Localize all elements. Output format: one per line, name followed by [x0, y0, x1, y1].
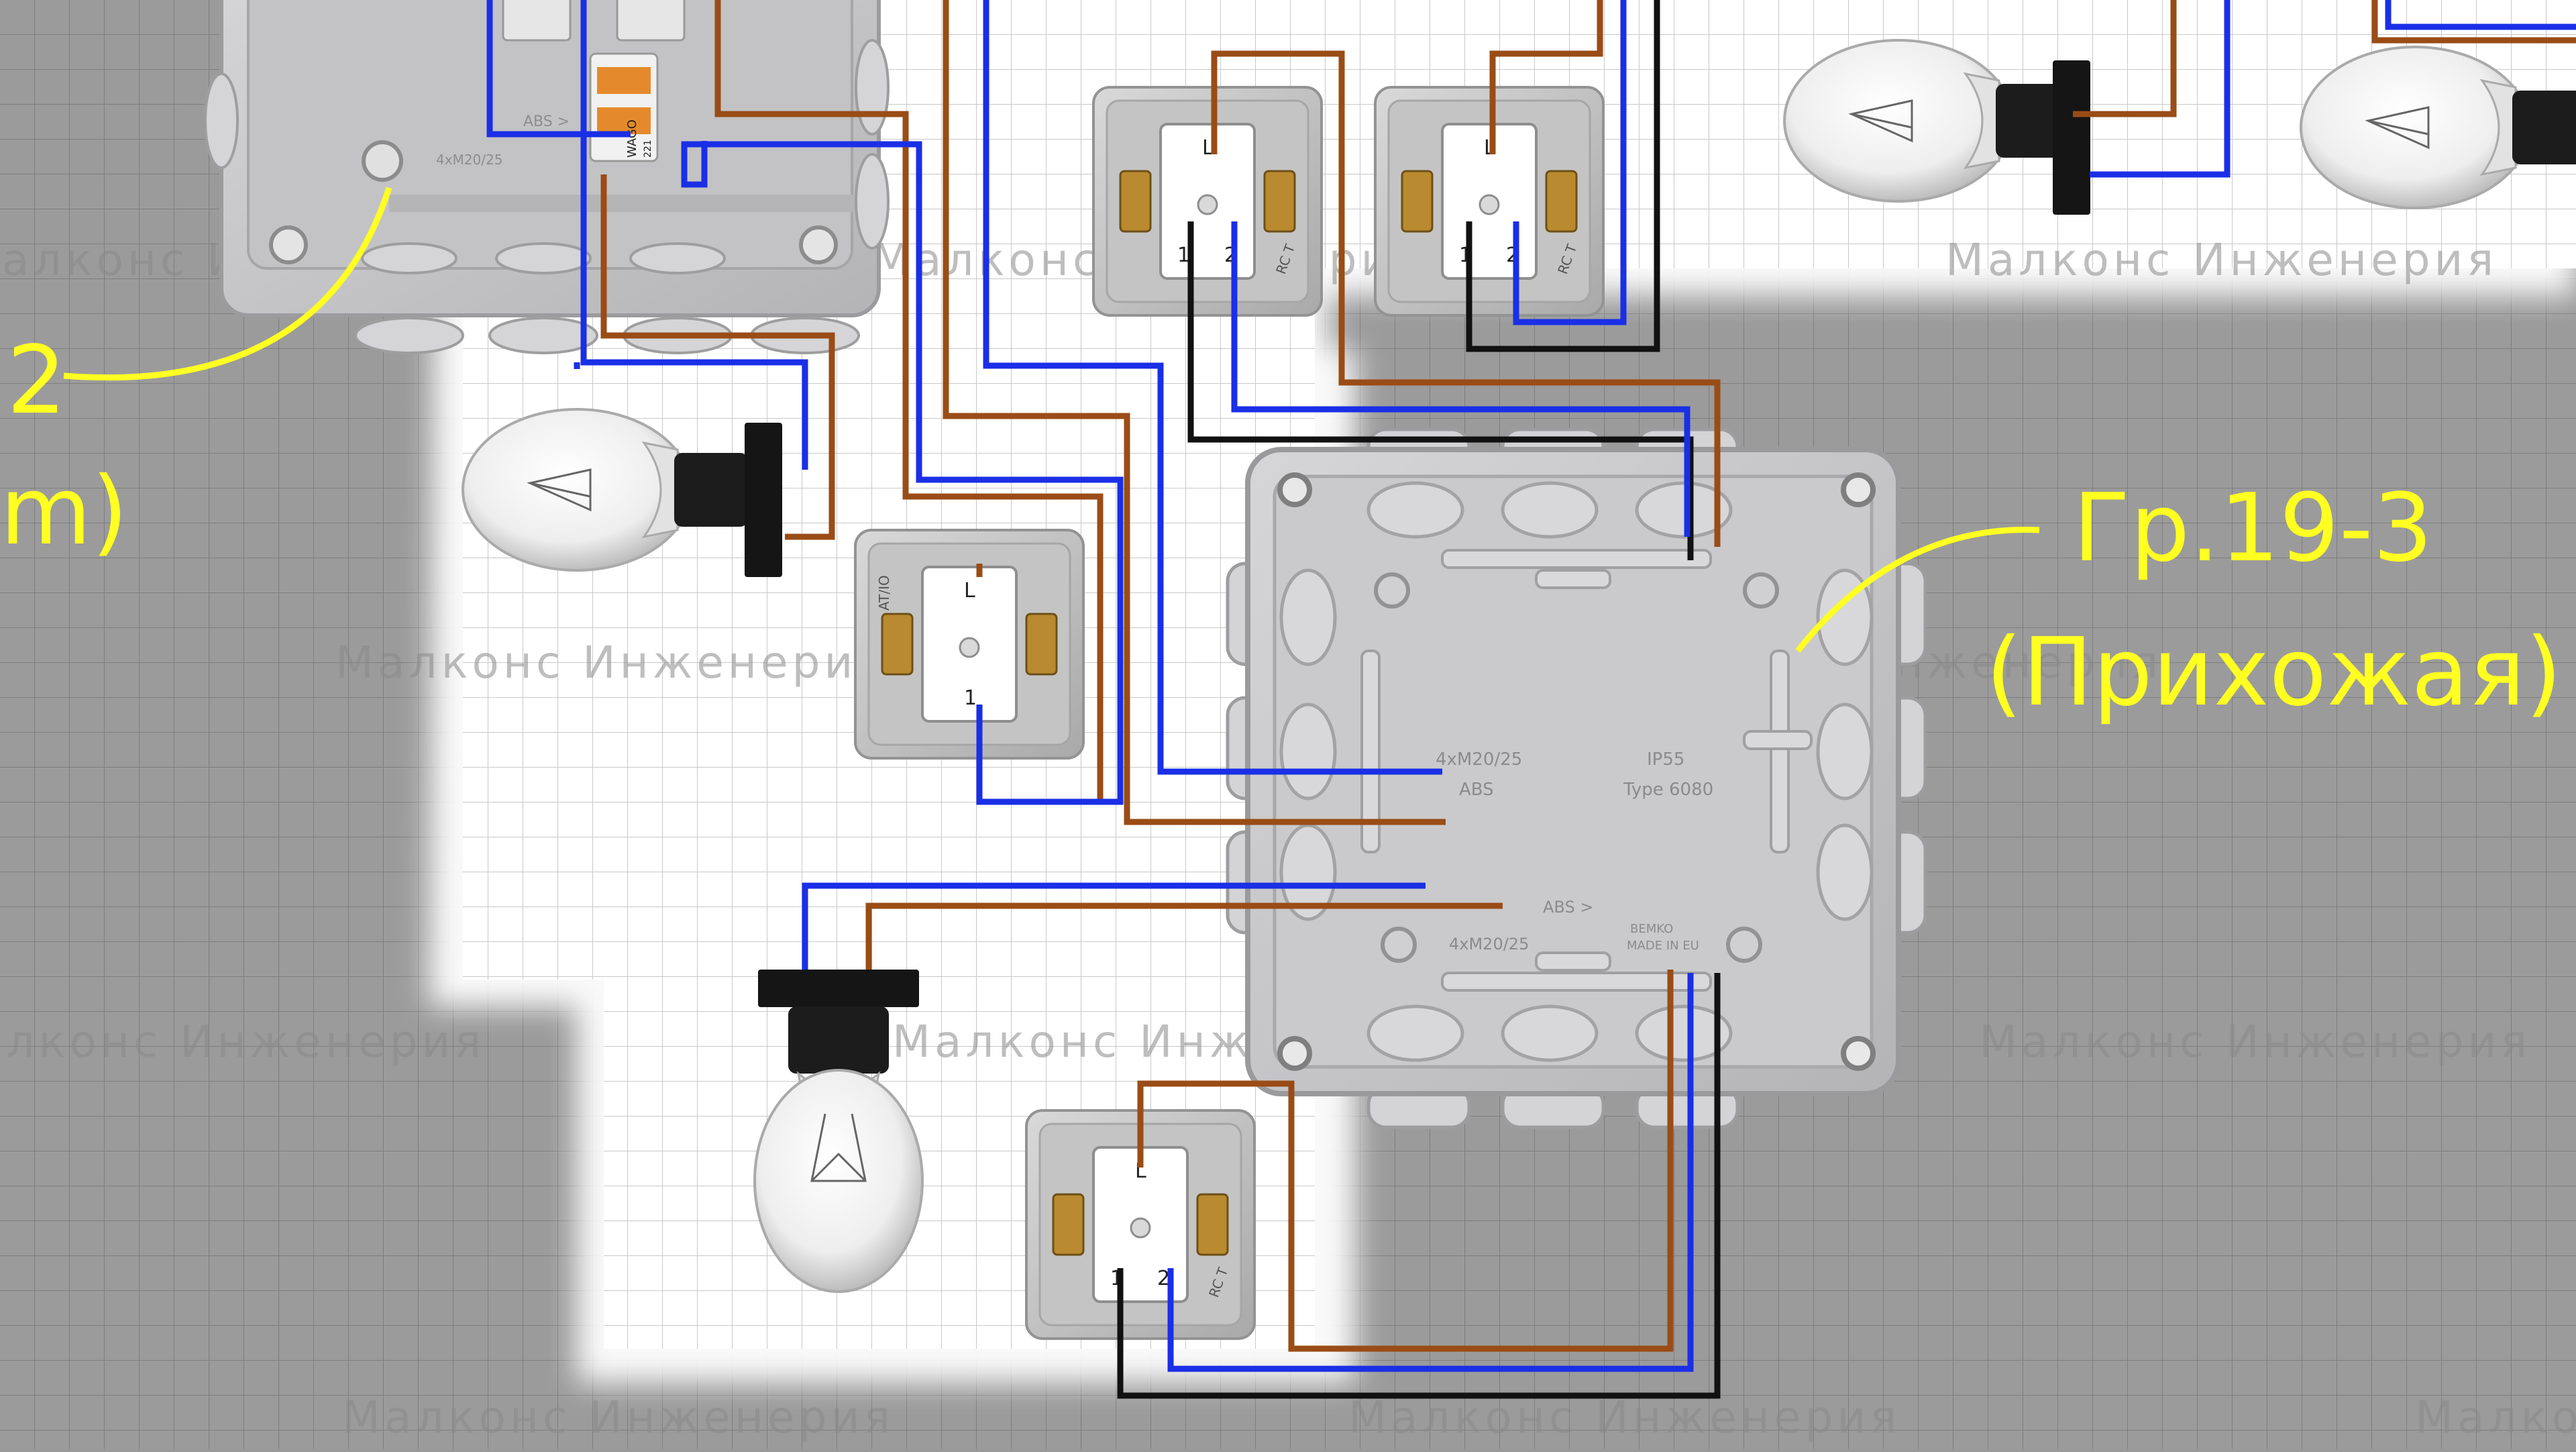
light-switch: L 1 AT/IO: [854, 529, 1085, 760]
wire: [1187, 221, 1694, 560]
watermark-text: Малконс Инженерия: [1979, 1016, 2531, 1068]
box-main-entry-lower: 4xM20/25: [1449, 935, 1529, 953]
wire: [943, 0, 1446, 825]
group-19-3-room-label: (Прихожая): [1986, 618, 2562, 727]
wago-brand-label: WAGO: [625, 119, 639, 158]
box-main-origin: MADE IN EU: [1627, 939, 1699, 953]
wire: [2090, 0, 2231, 178]
terminal-common-label: L: [1202, 136, 1214, 160]
terminal-1-label: 1: [1177, 244, 1190, 267]
watermark-text: Малконс Инженерия: [1348, 1392, 1900, 1443]
wago-connector: [616, 0, 686, 42]
wago-model-label: 221: [643, 140, 653, 158]
wire: [1466, 0, 1660, 352]
wire: [600, 174, 835, 540]
group-left-room-fragment: m): [0, 457, 128, 566]
wire: [1167, 973, 1694, 1372]
leader-line-group-19-3: [1795, 527, 2040, 653]
bulb-top-right-1: [1783, 39, 2090, 215]
wire: [865, 902, 1503, 970]
wire: [1513, 0, 1627, 325]
watermark-text: Малконс Инженерия: [2415, 1392, 2576, 1443]
wire: [2371, 0, 2576, 44]
group-19-3-label: Гр.19-3: [2073, 474, 2432, 583]
wire: [1117, 973, 1721, 1399]
terminal-common-label: L: [964, 579, 975, 603]
box-top-left-material: ABS >: [523, 113, 570, 130]
wire: [714, 0, 1104, 802]
box-main-rating: IP55: [1647, 749, 1684, 770]
wago-connector-main: WAGO 221: [589, 52, 659, 162]
wire: [983, 0, 1442, 775]
wire: [802, 882, 1426, 970]
wire: [1211, 50, 1721, 547]
box-main-material: ABS: [1459, 780, 1494, 800]
label-group-19-3: Гр.19-3 (Прихожая): [1795, 474, 2562, 727]
label-group-left: 2 m): [0, 187, 392, 566]
box-main-entry-upper: 4xM20/25: [1436, 749, 1522, 770]
box-main-type: Type 6080: [1623, 780, 1713, 800]
terminal-2-label: 2: [1157, 1267, 1170, 1290]
wire: [1489, 0, 1603, 154]
wire: [2385, 0, 2576, 30]
watermark-text: Малконс Инженерия: [342, 1392, 894, 1443]
wire: [1137, 970, 1674, 1352]
box-main-material-arrow: ABS >: [1543, 898, 1593, 917]
box-top-left-entry: 4xM20/25: [436, 152, 502, 168]
wire: [2073, 0, 2177, 117]
bulb-bottom-vertical: [753, 970, 924, 1293]
side-mark-label: AT/IO: [876, 575, 892, 611]
junction-box-main: 4xM20/25 ABS IP55 Type 6080 ABS > 4xM20/…: [1226, 427, 1927, 1129]
box-main-brand: BEMKO: [1630, 922, 1673, 936]
wire: [681, 141, 1124, 805]
wire-layer: [486, 0, 2576, 1399]
wire: [580, 0, 808, 470]
wago-connector: [502, 0, 572, 42]
wago-connectors: WAGO 221: [502, 0, 686, 162]
watermark-text: Малконс Инженерия: [335, 637, 888, 688]
leader-line-group-left: [63, 187, 392, 381]
watermark-text: Малконс Инженерия: [0, 1016, 485, 1068]
bulb-left-horizontal: [462, 408, 782, 577]
bulb-top-right-2: [2300, 46, 2576, 209]
wire: [1231, 221, 1690, 537]
group-left-label-fragment: 2: [7, 326, 66, 435]
terminal-1-label: 1: [964, 686, 977, 710]
junction-box-top-left: ABS > 4xM20/25: [204, 0, 890, 354]
watermark-text: Малконс Инженерия: [1945, 234, 2498, 286]
